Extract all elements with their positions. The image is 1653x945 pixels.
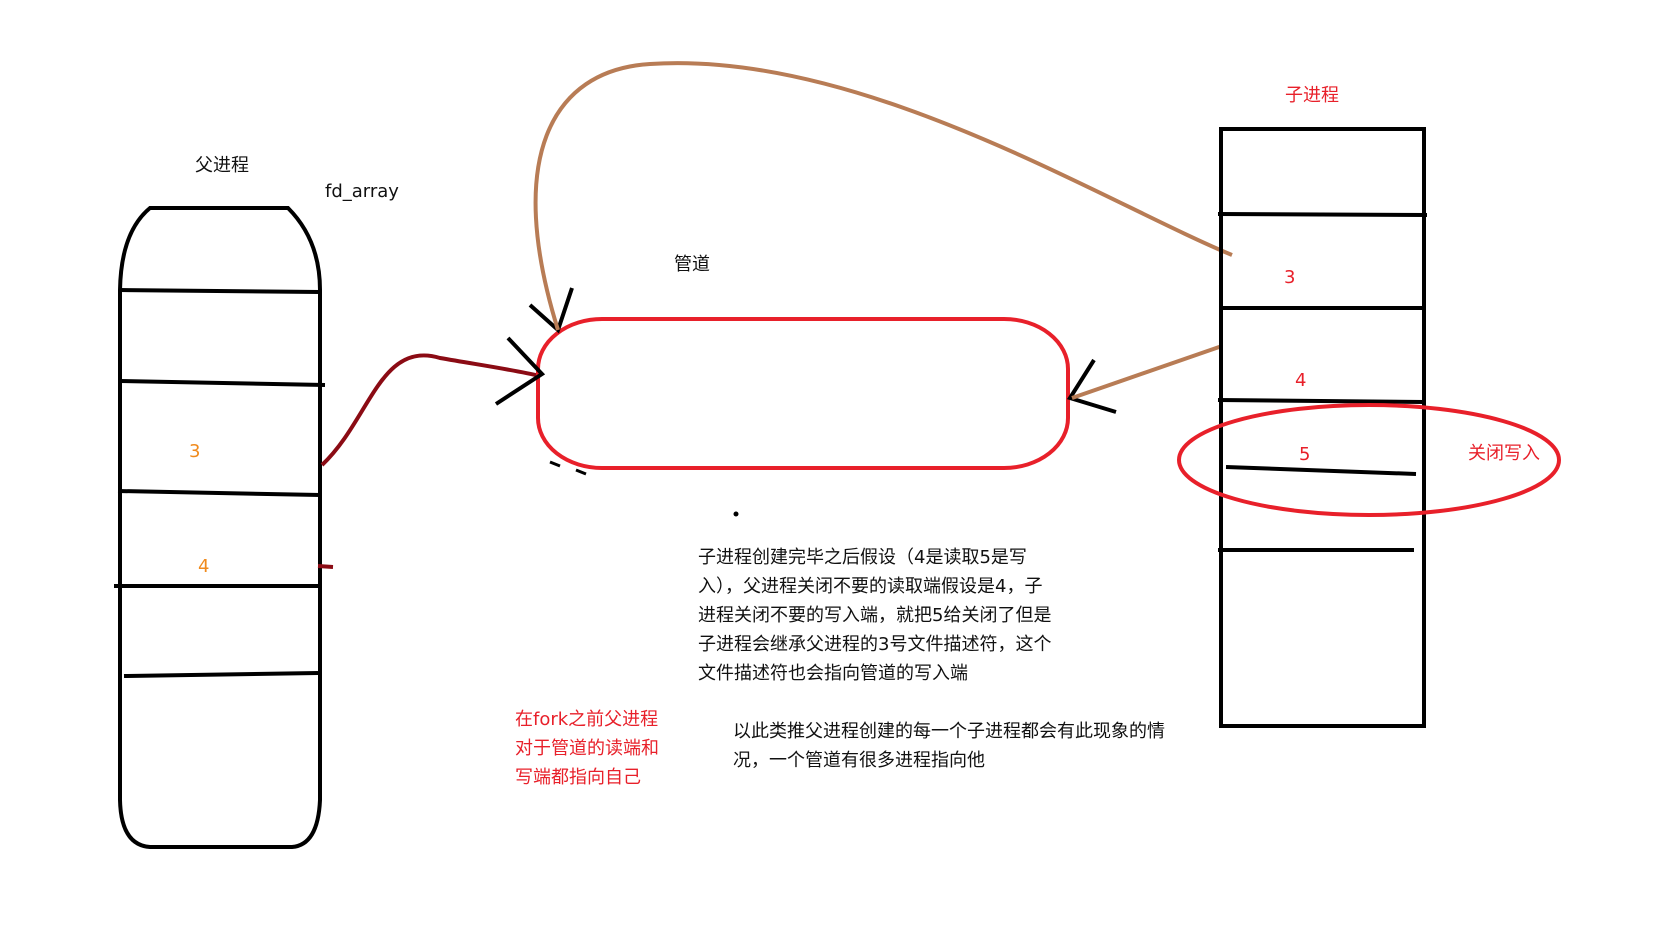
parent-fd-4-label: 4 [198,556,210,577]
parent-process-title: 父进程 [195,155,249,176]
child-fd4-to-pipe-arrow [1071,344,1223,400]
pipe-title: 管道 [674,254,710,275]
parent-row-divider [119,379,326,387]
parent-row-divider [117,489,321,497]
main-explanation-line: 子进程会继承父进程的3号文件描述符，这个 [698,634,1052,655]
parent-row-divider [119,288,321,294]
child-row-divider [1217,212,1428,217]
child-process-title: 子进程 [1285,85,1339,106]
fd-array-label: fd_array [325,181,399,202]
fork-note-line: 对于管道的读端和 [515,738,659,759]
fork-note: 在fork之前父进程 对于管道的读端和 写端都指向自己 [515,705,659,792]
analogy-note-line: 况，一个管道有很多进程指向他 [733,750,985,771]
child-fd-table [1217,127,1428,728]
main-explanation-line: 文件描述符也会指向管道的写入端 [698,663,968,684]
parent-to-pipe-arrow [320,353,541,467]
parent-fd-table [114,206,326,849]
fork-note-line: 在fork之前父进程 [515,709,659,730]
parent-table-outline [118,206,322,849]
main-explanation-line: 入），父进程关闭不要的读取端假设是4，子 [698,576,1043,597]
close-write-label: 关闭写入 [1468,443,1540,464]
child-row-divider [1225,465,1417,476]
child-row-divider [1217,398,1425,404]
close-write-ellipse [1177,403,1561,517]
main-explanation: 子进程创建完毕之后假设（4是读取5是写 入），父进程关闭不要的读取端假设是4，子… [698,543,1051,688]
analogy-note-line: 以此类推父进程创建的每一个子进程都会有此现象的情 [733,721,1165,742]
child-fd-4-label: 4 [1295,370,1307,391]
arrowhead-left [494,336,546,406]
fork-note-line: 写端都指向自己 [515,767,641,788]
main-explanation-line: 子进程创建完毕之后假设（4是读取5是写 [698,547,1027,568]
child-fd-5-label: 5 [1299,444,1311,465]
stray-stroke [549,460,587,476]
child-table-outline [1219,127,1426,728]
child-fd-3-label: 3 [1284,267,1296,288]
stray-dot [733,511,739,517]
parent-fd-3-label: 3 [189,441,201,462]
arrowhead-right [1066,358,1117,414]
child-fd3-to-pipe-arc [533,61,1233,331]
parent-fd4-tick [317,564,334,569]
parent-row-divider [123,671,319,678]
pipe-shape [536,317,1070,470]
main-explanation-line: 进程关闭不要的写入端，就把5给关闭了但是 [698,605,1052,626]
analogy-note: 以此类推父进程创建的每一个子进程都会有此现象的情 况，一个管道有很多进程指向他 [733,717,1165,775]
